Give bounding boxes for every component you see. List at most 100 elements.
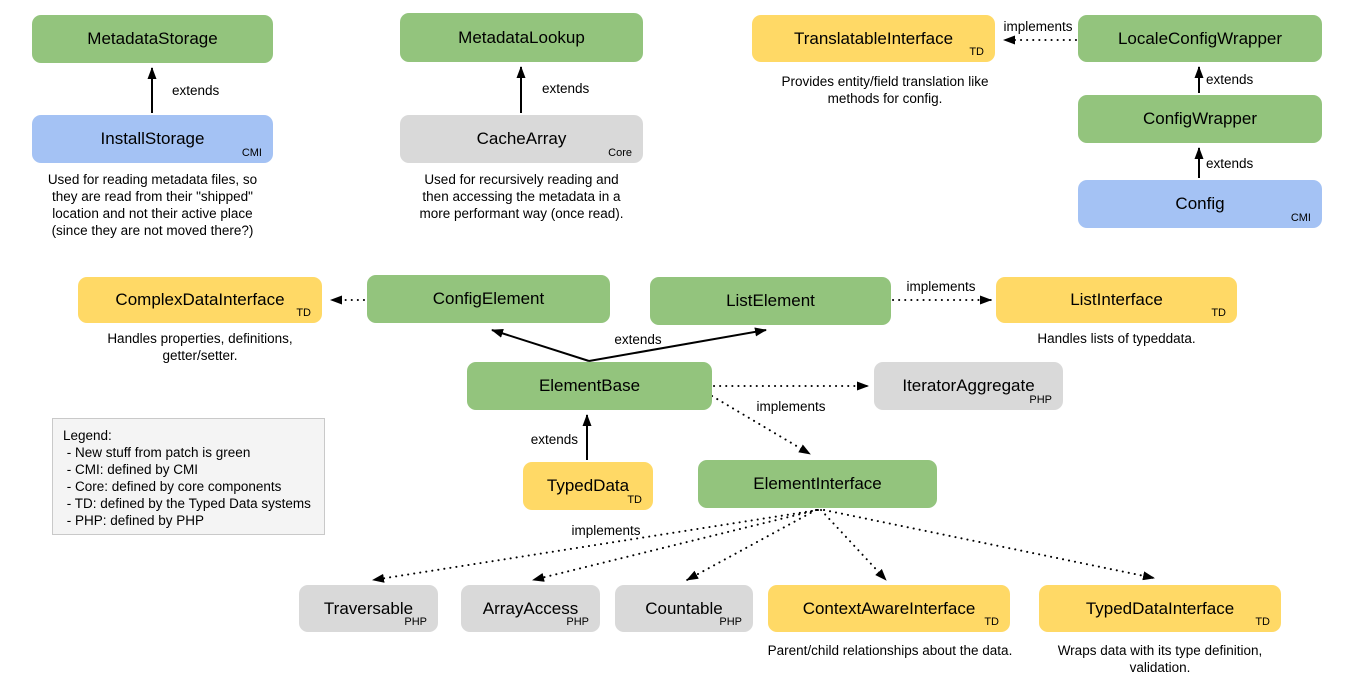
class-box-metadata-lookup: MetadataLookup	[400, 13, 643, 62]
class-box-list-element: ListElement	[650, 277, 891, 325]
edge-elementinterface-implements-typeddatainterface	[823, 509, 1155, 581]
edge-label: extends	[614, 332, 662, 347]
caption-typed-data-interface-note: Wraps data with its type definition, vali…	[1039, 642, 1281, 676]
caption-line: methods for config.	[827, 91, 943, 106]
class-tag: TD	[296, 307, 311, 319]
class-box-config-element: ConfigElement	[367, 275, 610, 323]
class-label: Countable	[645, 598, 723, 618]
class-tag: TD	[969, 46, 984, 58]
caption-line: Handles lists of typeddata.	[1037, 331, 1196, 346]
class-tag: PHP	[566, 616, 589, 628]
edge-label: extends	[172, 83, 220, 98]
legend-box: Legend: - New stuff from patch is green …	[52, 418, 325, 535]
caption-line: then accessing the metadata in a	[422, 189, 621, 204]
caption-line: (since they are not moved there?)	[51, 223, 254, 238]
class-box-element-interface: ElementInterface	[698, 460, 937, 508]
caption-cache-array-note: Used for recursively reading and then acc…	[390, 171, 653, 222]
caption-line: location and not their active place	[52, 206, 253, 221]
edge-label: extends	[1206, 156, 1254, 171]
edge-label: extends	[542, 81, 590, 96]
class-label: IteratorAggregate	[902, 376, 1035, 395]
edge-elementinterface-implements-countable	[686, 509, 817, 581]
class-label: CacheArray	[476, 129, 567, 148]
legend-line: - PHP: defined by PHP	[63, 513, 205, 528]
class-tag: TD	[627, 494, 642, 506]
edge-label: extends	[531, 432, 579, 447]
caption-complex-data-interface-note: Handles properties, definitions, getter/s…	[80, 330, 320, 364]
class-tag: TD	[1211, 307, 1226, 319]
class-label: ListInterface	[1070, 290, 1163, 309]
edge-label: implements	[756, 399, 825, 414]
caption-line: validation.	[1129, 660, 1191, 675]
caption-line: Parent/child relationships about the dat…	[767, 643, 1013, 658]
class-tag: CMI	[1290, 212, 1311, 224]
edge-elementbase-extends-listelement	[588, 327, 767, 362]
edge-elementbase-implements-elementinterface	[711, 395, 811, 455]
class-label: ContextAwareInterface	[802, 598, 976, 618]
edge-elementbase-extends-configelement	[491, 329, 590, 362]
caption-list-interface-note: Handles lists of typeddata.	[996, 330, 1237, 347]
caption-line: Provides entity/field translation like	[781, 74, 989, 89]
class-tag: PHP	[404, 616, 427, 628]
edge-elementinterface-implements-arrayaccess	[532, 509, 818, 582]
class-label: ConfigWrapper	[1142, 109, 1258, 128]
class-tag: PHP	[1029, 394, 1052, 406]
class-tag: TD	[1255, 616, 1270, 628]
legend-line: - TD: defined by the Typed Data systems	[63, 496, 311, 511]
class-tag: CMI	[241, 147, 262, 159]
class-tag: TD	[984, 616, 999, 628]
class-label: InstallStorage	[100, 129, 205, 148]
class-label: TranslatableInterface	[793, 28, 954, 48]
edge-label: implements	[1003, 19, 1072, 34]
class-label: ComplexDataInterface	[115, 290, 285, 309]
class-box-element-base: ElementBase	[467, 362, 712, 410]
caption-line: getter/setter.	[162, 348, 238, 363]
legend-line: - CMI: defined by CMI	[63, 462, 199, 477]
caption-line: Used for recursively reading and	[424, 172, 619, 187]
class-label: Traversable	[323, 598, 414, 618]
caption-line: Handles properties, definitions,	[107, 331, 293, 346]
legend-line: - Core: defined by core components	[63, 479, 282, 494]
caption-line: more performant way (once read).	[419, 206, 624, 221]
class-label: TypedData	[546, 476, 630, 495]
class-box-metadata-storage: MetadataStorage	[32, 15, 273, 63]
class-tag: Core	[608, 147, 632, 159]
class-label: TypedDataInterface	[1085, 598, 1235, 618]
class-box-locale-config-wrapper: LocaleConfigWrapper	[1078, 15, 1322, 62]
edge-elementinterface-implements-traversable	[372, 509, 819, 583]
caption-translatable-interface-note: Provides entity/field translation like me…	[750, 73, 1020, 107]
class-tag: PHP	[719, 616, 742, 628]
caption-line: they are read from their "shipped"	[52, 189, 253, 204]
edge-label: implements	[906, 279, 975, 294]
edge-label: implements	[571, 523, 640, 538]
class-label: ConfigElement	[432, 289, 545, 308]
caption-install-storage-note: Used for reading metadata files, so they …	[20, 171, 285, 239]
edge-elementinterface-implements-contextawareinterface	[820, 509, 887, 581]
caption-line: Wraps data with its type definition,	[1057, 643, 1263, 658]
class-label: ArrayAccess	[482, 598, 579, 618]
class-label: MetadataLookup	[458, 27, 585, 47]
edge-label: extends	[1206, 72, 1254, 87]
caption-context-aware-interface-note: Parent/child relationships about the dat…	[745, 642, 1035, 659]
legend-line: Legend:	[63, 428, 112, 443]
class-label: ListElement	[726, 291, 815, 310]
legend-line: - New stuff from patch is green	[63, 445, 251, 460]
class-label: LocaleConfigWrapper	[1117, 28, 1283, 48]
class-label: Config	[1175, 194, 1225, 213]
class-label: ElementBase	[538, 376, 641, 395]
class-box-config-wrapper: ConfigWrapper	[1078, 95, 1322, 143]
caption-line: Used for reading metadata files, so	[47, 172, 258, 187]
